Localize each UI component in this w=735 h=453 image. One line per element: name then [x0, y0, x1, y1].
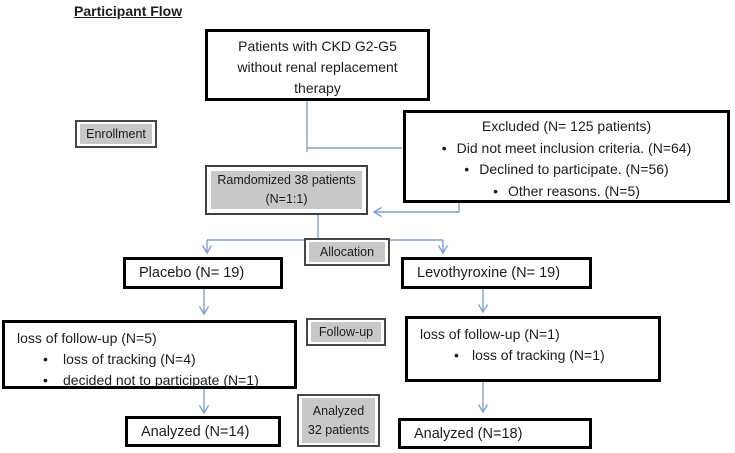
population-line: therapy — [294, 80, 341, 96]
excluded-bullet: Other reasons. (N=5) — [406, 181, 727, 203]
randomized-box: Ramdomized 38 patients (N=1:1) — [205, 165, 368, 215]
excluded-bullet: Did not meet inclusion criteria. (N=64) — [406, 138, 727, 160]
randomized-line: Ramdomized 38 patients — [217, 173, 356, 187]
enrollment-stage-label: Enrollment — [75, 120, 157, 148]
levothyroxine-arm-label: Levothyroxine (N= 19) — [417, 265, 561, 281]
enrollment-stage-text: Enrollment — [86, 126, 146, 141]
levothyroxine-arm-box: Levothyroxine (N= 19) — [401, 257, 592, 289]
page-title: Participant Flow — [74, 3, 183, 19]
followup-right-box: loss of follow-up (N=1) loss of tracking… — [405, 316, 661, 382]
followup-left-bullet: loss of tracking (N=4) — [5, 349, 294, 370]
analyzed-right-label: Analyzed (N=18) — [414, 425, 523, 442]
analyzed-stage-label: Analyzed 32 patients — [297, 394, 380, 447]
analyzed-stage-line: 32 patients — [307, 422, 370, 437]
population-line: without renal replacement — [237, 59, 398, 75]
followup-stage-label: Follow-up — [306, 318, 386, 346]
allocation-stage-text: Allocation — [319, 244, 375, 259]
followup-right-bullet: loss of tracking (N=1) — [408, 345, 658, 366]
placebo-arm-box: Placebo (N= 19) — [123, 257, 283, 289]
analyzed-left-label: Analyzed (N=14) — [141, 423, 250, 440]
allocation-stage-label: Allocation — [304, 238, 390, 266]
connector-excluded-to-randomized — [372, 203, 460, 218]
analyzed-stage-line: Analyzed — [312, 403, 365, 418]
followup-right-heading: loss of follow-up (N=1) — [420, 326, 560, 342]
excluded-bullet: Declined to participate. (N=56) — [406, 159, 727, 181]
followup-left-heading: loss of follow-up (N=5) — [17, 330, 157, 346]
analyzed-left-box: Analyzed (N=14) — [125, 416, 281, 447]
randomized-line: (N=1:1) — [265, 192, 308, 206]
followup-left-box: loss of follow-up (N=5) loss of tracking… — [2, 320, 297, 391]
excluded-box: Excluded (N= 125 patients) Did not meet … — [403, 110, 730, 203]
placebo-arm-label: Placebo (N= 19) — [139, 265, 245, 281]
population-box: Patients with CKD G2-G5 without renal re… — [205, 29, 430, 101]
excluded-heading: Excluded (N= 125 patients) — [481, 118, 652, 134]
population-line: Patients with CKD G2-G5 — [238, 38, 397, 54]
followup-stage-text: Follow-up — [318, 324, 374, 339]
followup-left-bullet: decided not to participate (N=1) — [5, 370, 294, 391]
analyzed-right-box: Analyzed (N=18) — [398, 418, 592, 449]
